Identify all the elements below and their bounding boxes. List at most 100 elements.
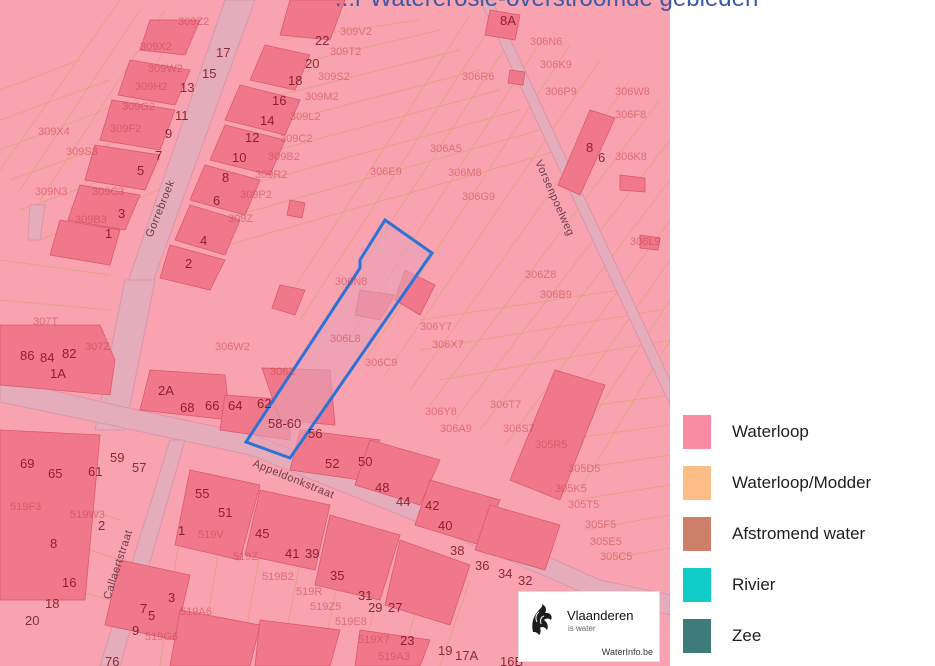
legend-swatch [683,466,711,500]
svg-text:55: 55 [195,486,209,501]
svg-text:3: 3 [118,206,125,221]
map-title: ...r Watererosie-overstroomde gebieden [335,0,758,12]
svg-text:306X7: 306X7 [432,339,464,351]
svg-text:8: 8 [222,170,229,185]
svg-text:2A: 2A [158,383,174,398]
svg-text:519E8: 519E8 [335,616,367,628]
svg-text:519V: 519V [198,529,224,541]
svg-text:1A: 1A [50,366,66,381]
svg-text:519X7: 519X7 [358,634,390,646]
svg-text:305R5: 305R5 [535,439,567,451]
svg-text:309G2: 309G2 [122,101,155,113]
svg-text:306Z: 306Z [270,366,295,378]
svg-text:306K9: 306K9 [540,59,572,71]
legend-label: Afstromend water [732,524,866,543]
svg-text:306N8: 306N8 [335,276,367,288]
svg-text:17A: 17A [455,648,478,663]
svg-text:9: 9 [165,126,172,141]
svg-text:309Z2: 309Z2 [178,16,209,28]
svg-text:306F8: 306F8 [615,109,646,121]
selected-parcel[interactable] [243,217,435,460]
legend-swatch [683,568,711,602]
svg-text:309X2: 309X2 [140,41,172,53]
svg-text:51: 51 [218,505,232,520]
svg-text:309C3: 309C3 [92,186,124,198]
legend-label: Zee [732,626,762,645]
svg-text:307Z: 307Z [85,341,110,353]
svg-text:1: 1 [105,226,112,241]
svg-text:40: 40 [438,518,452,533]
svg-text:11: 11 [175,108,189,123]
svg-text:305K5: 305K5 [555,483,587,495]
svg-text:2: 2 [98,518,105,533]
svg-text:306R6: 306R6 [462,71,494,83]
svg-text:4: 4 [200,233,207,248]
svg-text:306Y7: 306Y7 [420,321,452,333]
legend-swatch [683,415,711,449]
svg-text:7: 7 [155,148,162,163]
svg-text:306K8: 306K8 [615,151,647,163]
svg-text:13: 13 [180,80,194,95]
svg-text:16: 16 [62,575,76,590]
svg-text:519A6: 519A6 [180,606,212,618]
svg-text:306A5: 306A5 [430,143,462,155]
svg-text:18: 18 [45,596,59,611]
svg-text:52: 52 [325,456,339,471]
svg-text:7: 7 [140,601,147,616]
svg-text:309Z: 309Z [228,213,253,225]
svg-text:5: 5 [148,608,155,623]
svg-text:305E5: 305E5 [590,536,622,548]
svg-text:16: 16 [272,93,286,108]
svg-text:309M2: 309M2 [305,91,339,103]
svg-text:306T7: 306T7 [490,399,521,411]
svg-text:519W3: 519W3 [70,509,105,521]
svg-text:27: 27 [388,600,402,615]
svg-text:519A3: 519A3 [378,651,410,663]
svg-text:5: 5 [137,163,144,178]
svg-text:42: 42 [425,498,439,513]
svg-text:306M8: 306M8 [448,167,482,179]
svg-text:519Z5: 519Z5 [310,601,341,613]
svg-text:19: 19 [438,643,452,658]
svg-text:305F5: 305F5 [585,519,616,531]
svg-text:309S3: 309S3 [66,146,98,158]
svg-text:12: 12 [245,130,259,145]
svg-text:306W2: 306W2 [215,341,250,353]
svg-text:34: 34 [498,566,512,581]
svg-text:82: 82 [62,346,76,361]
logo-tagline: is water [568,624,596,633]
svg-text:2: 2 [185,256,192,271]
legend-item-zee: Zee [683,619,761,653]
svg-text:59: 59 [110,450,124,465]
svg-text:39: 39 [305,546,319,561]
buildings [0,0,661,666]
svg-text:8: 8 [50,536,57,551]
svg-text:84: 84 [40,350,54,365]
svg-text:519F3: 519F3 [10,501,41,513]
svg-text:22: 22 [315,33,329,48]
svg-text:306E9: 306E9 [370,166,402,178]
legend-label: Waterloop/Modder [732,473,872,492]
svg-text:10: 10 [232,150,246,165]
legend-swatch [683,517,711,551]
svg-text:41: 41 [285,546,299,561]
svg-text:309S2: 309S2 [318,71,350,83]
svg-text:66: 66 [205,398,219,413]
svg-text:58-60: 58-60 [268,416,301,431]
svg-text:309F2: 309F2 [110,123,141,135]
svg-text:1: 1 [178,523,185,538]
svg-text:309L2: 309L2 [290,111,321,123]
vlaanderen-logo[interactable]: Vlaanderen is water WaterInfo.be [518,591,660,662]
svg-text:65: 65 [48,466,62,481]
svg-text:50: 50 [358,454,372,469]
logo-site: WaterInfo.be [601,647,653,657]
flemish-lion-icon [532,604,552,635]
logo-brand: Vlaanderen [567,608,634,623]
svg-text:8: 8 [586,140,593,155]
legend-item-waterloop: Waterloop [683,415,809,449]
svg-text:29: 29 [368,600,382,615]
svg-text:69: 69 [20,456,34,471]
svg-text:309X4: 309X4 [38,126,70,138]
